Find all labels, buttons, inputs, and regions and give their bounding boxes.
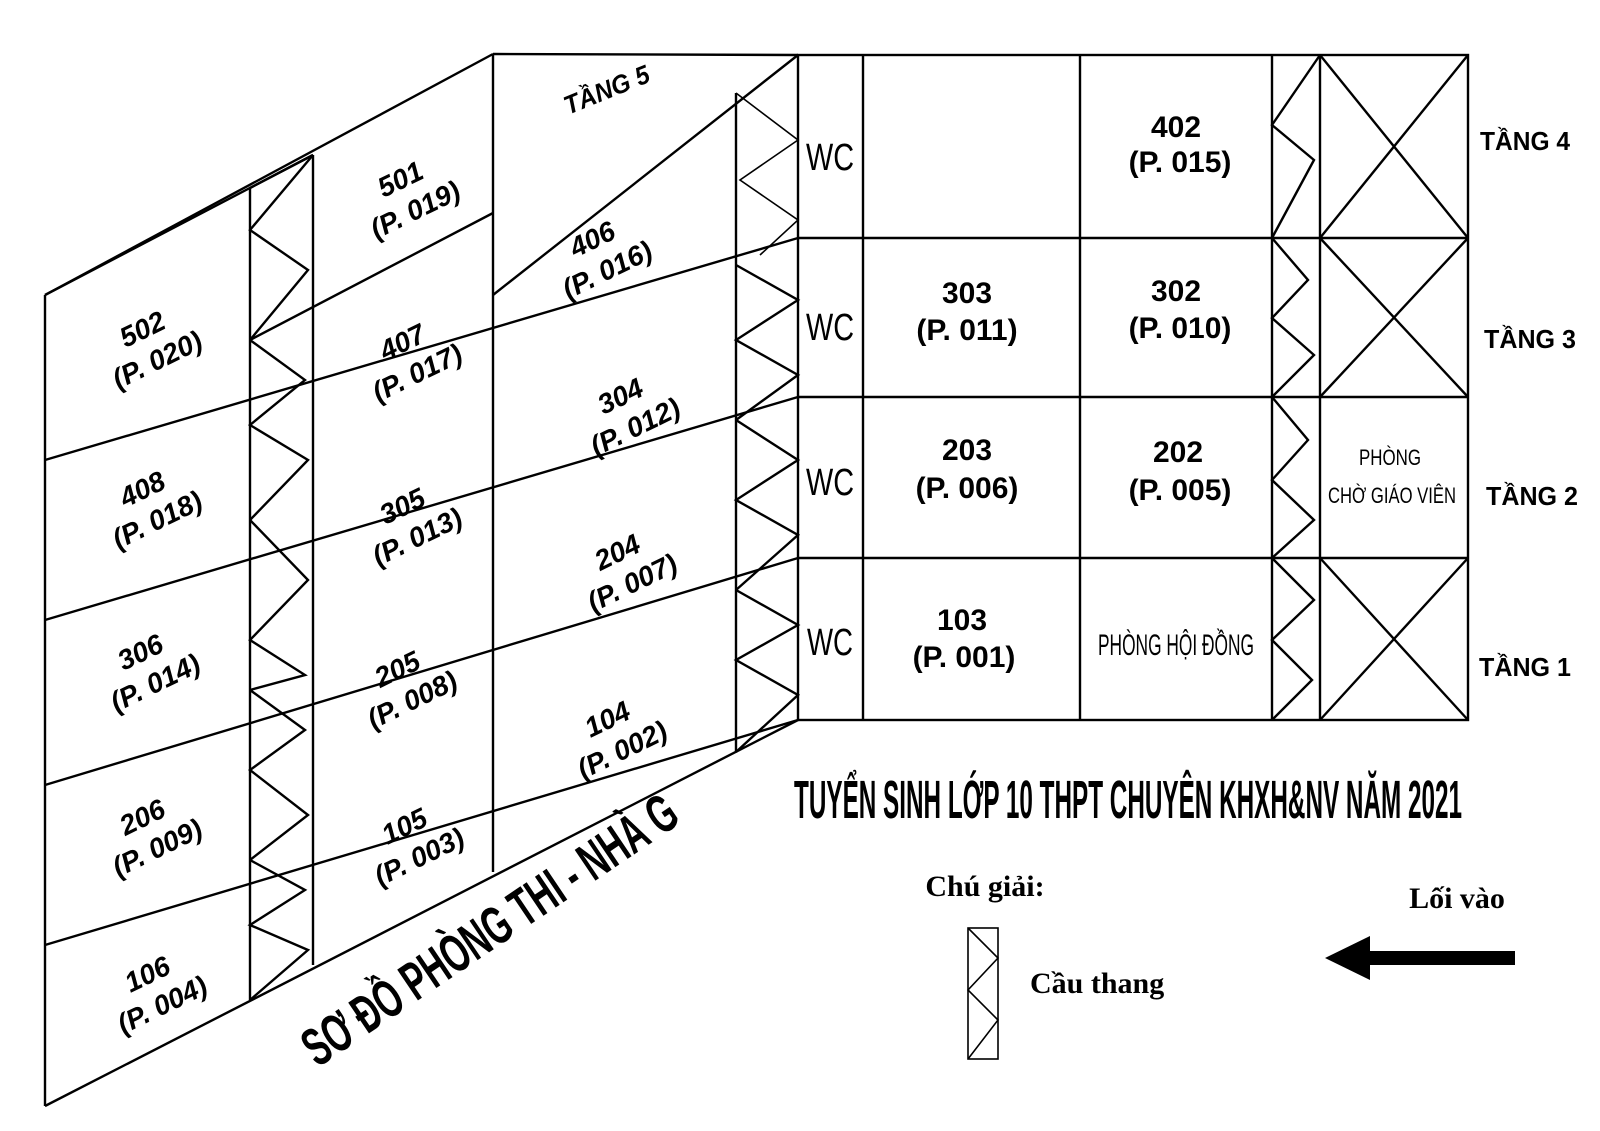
room-202-number: 202 <box>1153 436 1203 469</box>
room-302-number: 302 <box>1151 275 1201 308</box>
floor-line <box>44 236 799 462</box>
legend: Chú giải: Cầu thang Lối vào <box>925 870 1515 1060</box>
teacher-room-label-line1: PHÒNG <box>1359 445 1421 470</box>
side-wing: 502 (P. 020) 408 (P. 018) 306 (P. 014) 2… <box>43 52 801 1108</box>
stair-icon <box>248 689 310 861</box>
stair-icon <box>247 339 310 521</box>
left-arrow-icon <box>1325 936 1370 980</box>
floor-3-label: TẦNG 3 <box>1484 324 1576 354</box>
room-402-code: (P. 015) <box>1129 146 1232 179</box>
stair-icon <box>248 519 310 692</box>
wc-label: WC <box>806 137 854 179</box>
front-outline <box>796 53 1470 722</box>
floor-line <box>44 395 799 622</box>
stair-icon <box>735 92 800 256</box>
room-203-number: 203 <box>942 434 992 467</box>
stair-icon <box>1270 557 1316 721</box>
teacher-room-label-line2: CHỜ GIÁO VIÊN <box>1328 483 1456 508</box>
wc-label: WC <box>806 462 854 504</box>
ground-edge <box>44 718 799 1108</box>
wc-label: WC <box>807 622 853 664</box>
stair-icon <box>1270 54 1321 239</box>
floor-4-label: TẦNG 4 <box>1480 126 1571 156</box>
roof-edge <box>492 54 799 296</box>
room-203-code: (P. 006) <box>916 472 1019 505</box>
stair-icon <box>966 927 1000 1060</box>
floor-line <box>249 211 494 342</box>
stair-icon <box>733 588 801 753</box>
council-room-label: PHÒNG HỘI ĐỒNG <box>1098 628 1254 662</box>
floor-line <box>44 718 799 947</box>
room-302-code: (P. 010) <box>1129 312 1232 345</box>
wc-label: WC <box>806 307 854 349</box>
room-103-code: (P. 001) <box>913 641 1016 674</box>
room-303-number: 303 <box>942 277 992 310</box>
stair-icon <box>248 153 314 341</box>
floor-5-label: TẦNG 5 <box>559 59 654 121</box>
legend-stairs-label: Cầu thang <box>1030 967 1164 1000</box>
legend-title: Chú giải: <box>925 870 1044 903</box>
void-cross <box>1319 237 1469 398</box>
front-facade: WC WC WC WC 402 (P. 015) 303 (P. 011) 30… <box>796 53 1578 722</box>
legend-stair-box <box>967 927 999 1060</box>
floor-line <box>44 556 799 787</box>
floor-2-label: TẦNG 2 <box>1486 481 1578 511</box>
void-cross <box>1319 54 1469 239</box>
entrance-label: Lối vào <box>1409 882 1505 915</box>
room-303-code: (P. 011) <box>916 314 1017 347</box>
room-402-number: 402 <box>1151 111 1201 144</box>
stair-icon <box>1270 396 1316 559</box>
void-cross <box>1319 557 1469 721</box>
room-202-code: (P. 005) <box>1129 474 1232 507</box>
room-103-number: 103 <box>937 604 987 637</box>
side-title: SƠ ĐỒ PHÒNG THI - NHÀ G <box>291 782 689 1078</box>
stair-icon <box>1270 237 1316 398</box>
stair-icon <box>247 858 311 1001</box>
floor-1-label: TẦNG 1 <box>1479 652 1571 682</box>
main-title: TUYỂN SINH LỚP 10 THPT CHUYÊN KHXH&NV NĂ… <box>794 769 1462 830</box>
roof-edge <box>492 52 799 57</box>
stair-icon <box>733 263 801 421</box>
stair-icon <box>733 418 801 591</box>
